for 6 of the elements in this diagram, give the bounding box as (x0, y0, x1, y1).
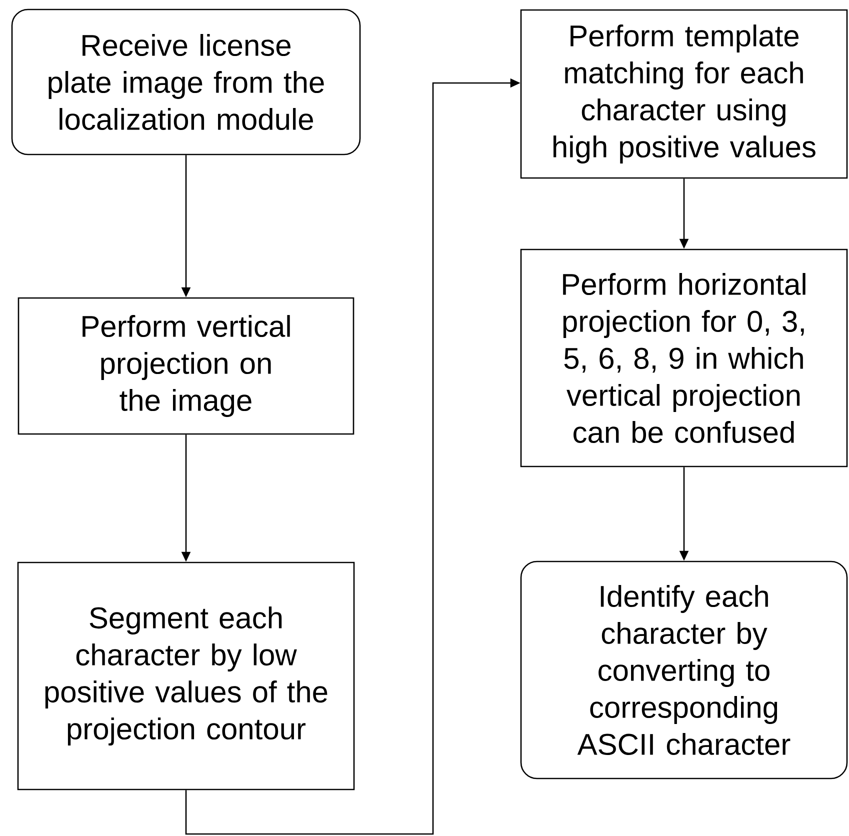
process-box: Perform vertical projection on the image (18, 297, 354, 435)
process-box: Perform template matching for each character using high positive values (520, 9, 848, 179)
terminal-box: Receive license plate image from the localization module (11, 8, 361, 156)
process-box: Segment each character by low positive values of the projection contour (17, 562, 355, 790)
terminal-box: Identify each character by converting to corresponding ASCII character (520, 560, 848, 780)
process-box: Perform horizontal projection for 0, 3, 5, 6, 8, 9 in which vertical projection can be confused (520, 248, 848, 468)
